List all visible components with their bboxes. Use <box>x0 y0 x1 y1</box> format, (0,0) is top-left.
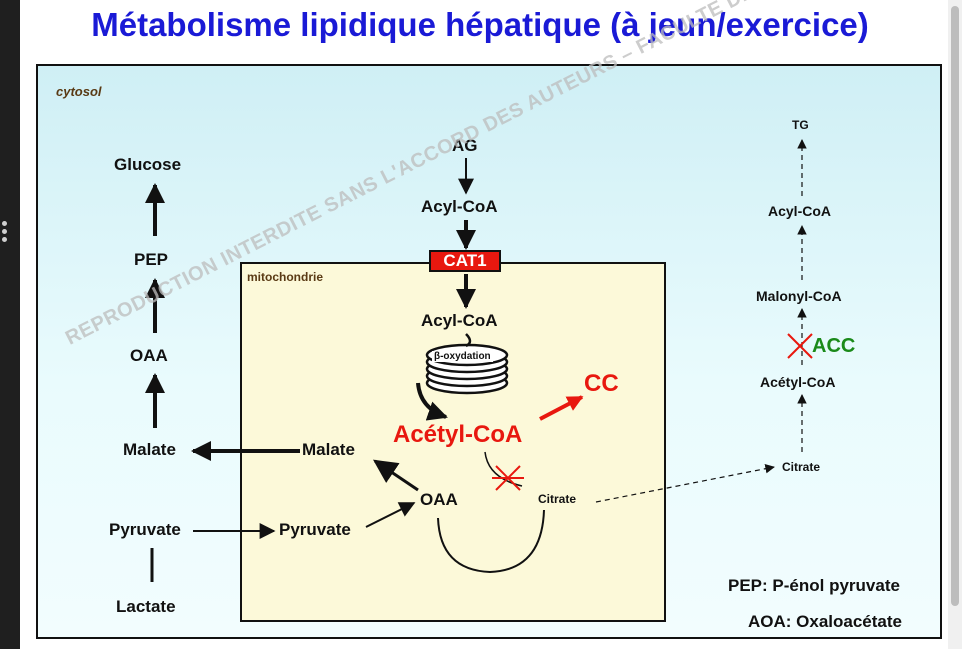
oaa-label: OAA <box>130 346 168 365</box>
cytosol-malate-label: Malate <box>123 440 176 459</box>
cc-label: CC <box>584 370 619 397</box>
arrow-pyruvate-oaa <box>365 502 416 528</box>
scrollbar[interactable] <box>948 0 962 649</box>
malonyl-coa-label: Malonyl-CoA <box>756 288 842 304</box>
arrow-acyl-spiral <box>465 333 472 348</box>
cytosol-label: cytosol <box>56 84 102 99</box>
lactate-label: Lactate <box>116 597 176 616</box>
arrow-oaa-malate <box>373 459 419 492</box>
legend-aoa: AOA: Oxaloacétate <box>748 612 902 631</box>
beta-oxidation-label: β-oxydation <box>432 351 493 362</box>
mito-pyruvate-label: Pyruvate <box>279 520 351 539</box>
acetyl-coa-main-label: Acétyl-CoA <box>393 421 523 448</box>
cat1-box: CAT1 <box>429 250 501 272</box>
mito-malate-label: Malate <box>302 440 355 459</box>
pep-label: PEP <box>134 250 169 269</box>
cytosol-pyruvate-label: Pyruvate <box>109 520 181 539</box>
lipo-acetyl-coa-label: Acétyl-CoA <box>760 374 836 390</box>
acyl-coa-mito-label: Acyl-CoA <box>421 311 498 330</box>
scrollbar-thumb[interactable] <box>951 6 959 606</box>
mito-citrate-label: Citrate <box>538 492 577 506</box>
acc-block-x-icon <box>787 333 813 359</box>
glucose-label: Glucose <box>114 155 182 174</box>
arrow-acetyl-cc <box>539 395 584 421</box>
acetyl-to-citrate-curve <box>484 451 523 487</box>
handle-dots-icon[interactable] <box>0 218 12 248</box>
cytosol-citrate-label: Citrate <box>782 460 821 474</box>
mito-oaa-label: OAA <box>420 490 458 509</box>
lipo-acyl-coa-label: Acyl-CoA <box>768 203 832 219</box>
arrow-citrate-export <box>595 463 775 503</box>
mitochondria-label: mitochondrie <box>247 270 324 284</box>
ag-label: AG <box>452 136 478 155</box>
legend-pep: PEP: P-énol pyruvate <box>728 576 900 595</box>
acc-label: ACC <box>812 335 856 357</box>
krebs-arc <box>437 509 545 574</box>
arrow-spiral-acetyl <box>416 382 448 421</box>
mitochondria-box <box>240 262 666 622</box>
acyl-coa-cytosol-label: Acyl-CoA <box>421 197 498 216</box>
tg-label: TG <box>792 118 809 132</box>
window-left-strip <box>0 0 20 649</box>
inhibition-x-icon <box>492 465 524 491</box>
slide-title: Métabolisme lipidique hépatique (à jeun/… <box>91 6 869 43</box>
